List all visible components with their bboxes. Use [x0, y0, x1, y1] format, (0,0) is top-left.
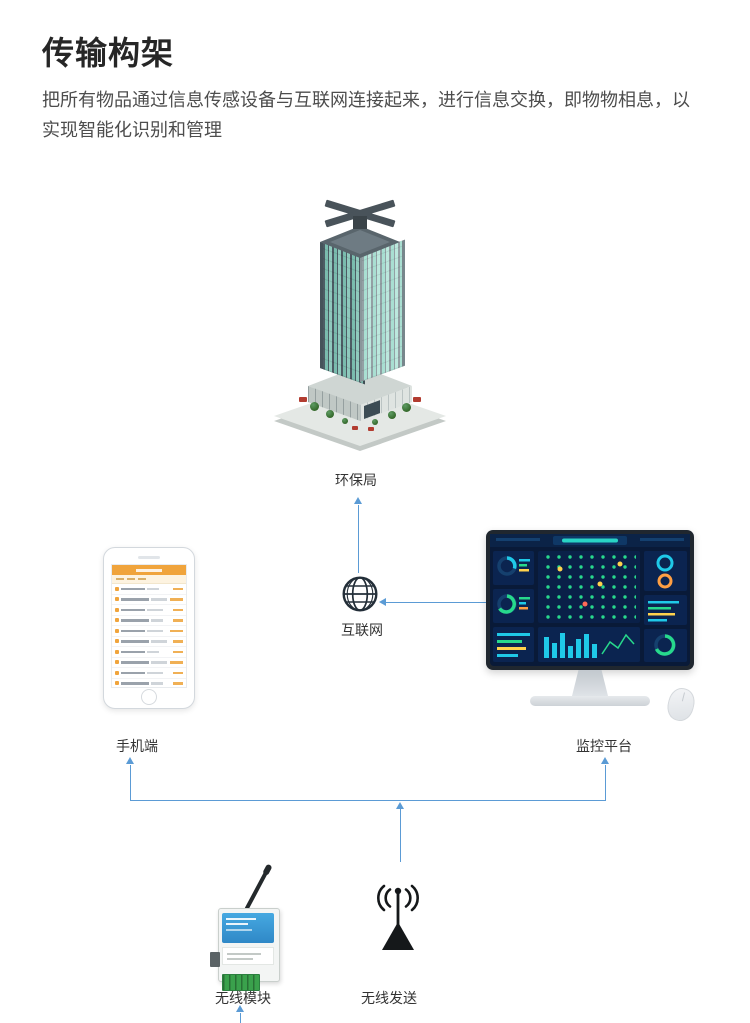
connector-transmitter-bus [400, 809, 401, 862]
connector-building-internet [358, 505, 359, 573]
phone-list-row [112, 616, 186, 626]
monitor-label: 监控平台 [576, 738, 632, 754]
transmit-label: 无线发送 [361, 990, 417, 1006]
globe-icon [340, 574, 380, 614]
tree-icon [310, 402, 319, 411]
phone-home-button [141, 689, 157, 705]
building-right-facade [360, 239, 405, 382]
planter-icon [299, 397, 307, 402]
arrow-up-icon [601, 757, 609, 764]
tree-icon [342, 418, 348, 424]
phone-screen [111, 564, 187, 688]
phone-list-row [112, 668, 186, 679]
tree-icon [388, 411, 396, 419]
module-label: 无线模块 [215, 990, 271, 1006]
monitor-icon [486, 530, 694, 708]
arrow-up-icon [236, 1005, 244, 1012]
connector-sensor-module [240, 1013, 241, 1023]
module-blue-panel [222, 913, 274, 943]
antenna-icon [368, 884, 428, 962]
planter-icon [368, 427, 374, 431]
monitor-stand-neck [572, 670, 608, 696]
phone-list-header [112, 575, 186, 584]
phone-list-row [112, 637, 186, 647]
phone-label: 手机端 [116, 738, 158, 754]
planter-icon [413, 397, 421, 402]
wireless-module-icon [208, 856, 292, 991]
building-left-facade [320, 242, 365, 385]
tree-icon [402, 403, 411, 412]
page-description: 把所有物品通过信息传感设备与互联网连接起来，进行信息交换，即物物相息，以实现智能… [42, 90, 690, 140]
module-terminal-block [222, 974, 260, 991]
connector-bus-monitor [605, 765, 606, 801]
page-title: 传输构架 [42, 35, 175, 71]
arrow-up-icon [396, 802, 404, 809]
dashboard-center-panel [538, 551, 640, 662]
phone-app-header [112, 565, 186, 575]
module-antenna [244, 866, 271, 911]
monitor-bezel [486, 530, 694, 670]
arrow-left-icon [379, 598, 386, 606]
dashboard-left-panels [493, 551, 534, 662]
building-mast [353, 216, 367, 229]
monitor-stand-base [530, 696, 650, 706]
phone-list-row [112, 626, 186, 637]
phone-list-row [112, 584, 186, 595]
arrow-up-icon [126, 757, 134, 764]
tree-icon [372, 419, 378, 425]
dashboard-right-panels [644, 551, 687, 662]
phone-list-row [112, 647, 186, 658]
module-side-port [210, 952, 220, 967]
dashboard-screen [490, 534, 690, 666]
phone-list-row [112, 658, 186, 668]
phone-list-row [112, 605, 186, 616]
planter-icon [352, 426, 358, 430]
connector-bus-phone [130, 765, 131, 801]
building-icon [268, 198, 452, 456]
arrow-up-icon [354, 497, 362, 504]
tree-icon [326, 410, 334, 418]
phone-list-row [112, 595, 186, 605]
connector-bus [130, 800, 606, 801]
building-label: 环保局 [335, 472, 377, 488]
module-body [218, 908, 280, 982]
connector-internet-monitor [386, 602, 486, 603]
smartphone-icon [103, 547, 195, 709]
phone-list-row [112, 679, 186, 688]
internet-label: 互联网 [341, 622, 383, 638]
module-label-plate [222, 947, 274, 965]
phone-speaker [138, 556, 160, 559]
